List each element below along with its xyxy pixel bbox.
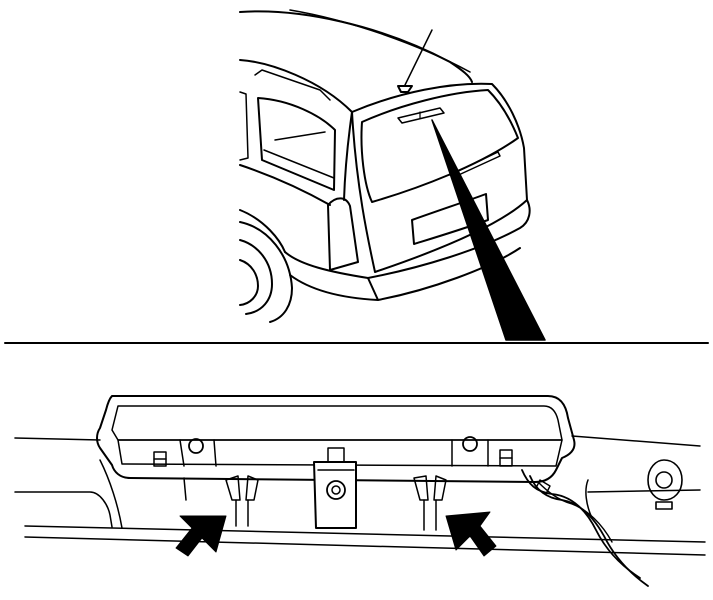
grommet <box>647 459 683 510</box>
panel-left-contour <box>14 491 113 528</box>
tailgate-outline <box>351 82 528 273</box>
wiring-harness <box>521 469 649 587</box>
arrow-right <box>445 511 497 557</box>
mounting-hole-left <box>188 438 204 454</box>
license-plate-recess <box>411 193 489 245</box>
side-roof-rack <box>254 69 331 101</box>
cargo-shelf <box>263 149 335 179</box>
rear-wheel <box>239 221 293 323</box>
car-roof <box>239 10 473 83</box>
car-illustration <box>239 9 531 323</box>
panel-line-upper <box>14 437 101 441</box>
side-sill <box>239 209 286 253</box>
mounting-hole-right <box>462 436 478 452</box>
retaining-clip-right <box>413 475 447 531</box>
housing-lower-panel <box>117 439 563 467</box>
end-clip-right <box>499 449 513 467</box>
light-lens-inner <box>111 405 563 441</box>
side-body <box>239 164 331 206</box>
brake-light-assembly <box>14 395 706 587</box>
panel-left-contour-2 <box>99 459 123 529</box>
antenna <box>397 29 433 93</box>
side-window-rear <box>257 97 336 191</box>
d-pillar <box>343 111 353 201</box>
center-connector <box>313 447 357 529</box>
rear-window <box>360 89 519 203</box>
panel-line-upper-right <box>571 435 701 447</box>
roof-rail <box>289 9 471 73</box>
arrow-left <box>175 515 227 557</box>
tail-light <box>327 197 359 271</box>
arrows <box>175 511 497 557</box>
cargo-shelf-edge <box>274 131 326 141</box>
side-window-front <box>239 91 249 161</box>
retaining-clip-left <box>183 475 259 527</box>
rear-bumper <box>284 199 531 279</box>
panel-right-contour <box>587 489 701 493</box>
end-clip-left <box>153 451 167 467</box>
callout-pointer <box>431 119 546 341</box>
rear-wiper <box>449 151 501 179</box>
panel-bottom-2 <box>24 536 706 556</box>
side-roof-line <box>239 59 353 113</box>
panel-bottom-1 <box>24 525 706 543</box>
light-housing <box>96 395 576 483</box>
high-mount-brake-light <box>397 107 445 124</box>
